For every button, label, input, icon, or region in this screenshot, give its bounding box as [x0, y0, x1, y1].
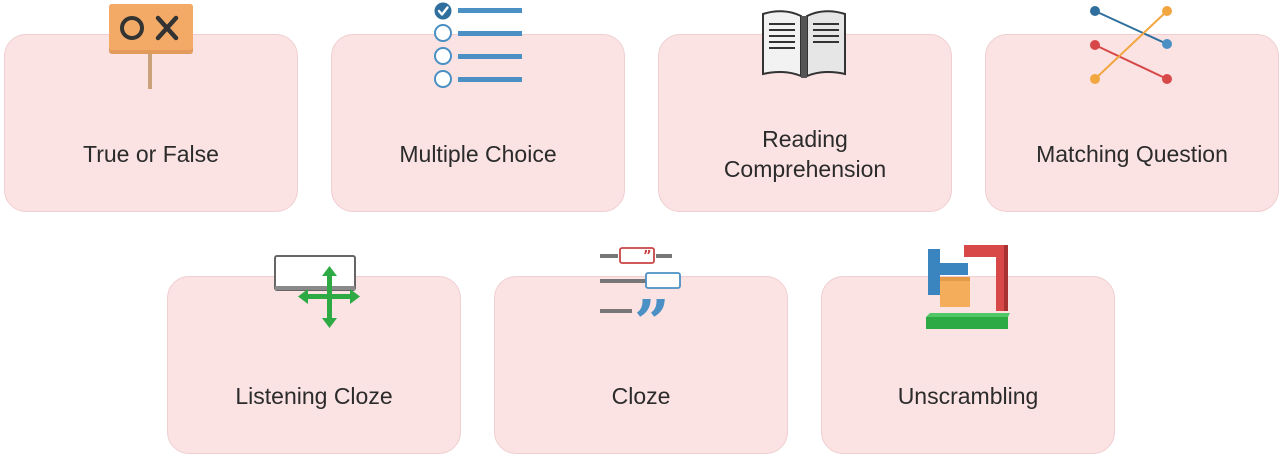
blocks-icon	[926, 245, 1010, 329]
card-label: Cloze	[611, 383, 671, 409]
card-label: True or False	[83, 141, 219, 167]
card-label: Reading Comprehension	[723, 126, 887, 182]
reading-comprehension-card[interactable]: Reading Comprehension	[658, 34, 952, 212]
open-book-icon	[762, 10, 846, 78]
true-false-sign-icon	[109, 4, 193, 89]
matching-lines-icon	[1090, 6, 1172, 84]
svg-text:”: ”	[643, 249, 652, 264]
matching-question-card[interactable]: Matching Question	[985, 34, 1279, 212]
card-label: Multiple Choice	[399, 141, 557, 167]
drag-move-icon	[274, 255, 360, 328]
cloze-card[interactable]: Cloze	[494, 276, 788, 454]
multiple-choice-card[interactable]: Multiple Choice	[331, 34, 625, 212]
card-label: Listening Cloze	[235, 383, 393, 409]
card-label: Unscrambling	[897, 383, 1039, 409]
listening-cloze-card[interactable]: Listening Cloze	[167, 276, 461, 454]
card-label: Matching Question	[1036, 141, 1228, 167]
checklist-icon	[434, 2, 522, 88]
fill-in-blanks-icon: ” ”	[600, 247, 681, 359]
svg-text:”: ”	[634, 286, 670, 359]
